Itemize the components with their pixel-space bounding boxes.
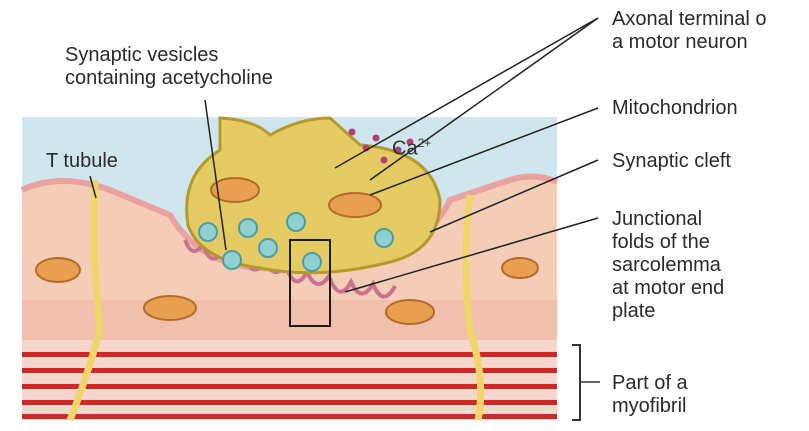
mitochondrion (36, 258, 80, 282)
label-axonal-line2: a motor neuron (612, 31, 767, 54)
label-myofibril: Part of a myofibril (612, 372, 688, 418)
synaptic-vesicle (239, 219, 257, 237)
label-folds-line1: Junctional (612, 208, 724, 231)
myofibril-bracket (572, 345, 580, 420)
mitochondrion (386, 300, 434, 324)
mitochondrion (329, 193, 381, 217)
mitochondrion (502, 258, 538, 278)
label-calcium: Ca2+ (392, 132, 431, 161)
synaptic-vesicle (287, 213, 305, 231)
label-synaptic-vesicles-line2: containing acetycholine (65, 67, 273, 90)
label-axonal-terminal: Axonal terminal o a motor neuron (612, 8, 767, 54)
label-synaptic-vesicles: Synaptic vesicles containing acetycholin… (65, 44, 273, 90)
label-synaptic-vesicles-line1: Synaptic vesicles (65, 44, 273, 67)
synaptic-vesicle (375, 229, 393, 247)
label-folds-line3: sarcolemma (612, 254, 724, 277)
mitochondrion (144, 296, 196, 320)
label-myofibril-line2: myofibril (612, 395, 688, 418)
label-axonal-line1: Axonal terminal o (612, 8, 767, 31)
label-folds-line2: folds of the (612, 231, 724, 254)
synaptic-vesicle (303, 253, 321, 271)
calcium-ion (349, 129, 356, 136)
label-mitochondrion: Mitochondrion (612, 97, 738, 120)
label-junctional-folds: Junctional folds of the sarcolemma at mo… (612, 208, 724, 323)
calcium-ion (381, 157, 388, 164)
synaptic-vesicle (259, 239, 277, 257)
label-synaptic-cleft: Synaptic cleft (612, 150, 731, 173)
label-myofibril-line1: Part of a (612, 372, 688, 395)
synaptic-vesicle (199, 223, 217, 241)
calcium-ion (373, 135, 380, 142)
label-t-tubule: T tubule (46, 150, 118, 173)
synaptic-vesicle (223, 251, 241, 269)
label-folds-line5: plate (612, 300, 724, 323)
myofibril-band (22, 384, 557, 389)
label-folds-line4: at motor end (612, 277, 724, 300)
label-calcium-charge: 2+ (418, 136, 432, 150)
